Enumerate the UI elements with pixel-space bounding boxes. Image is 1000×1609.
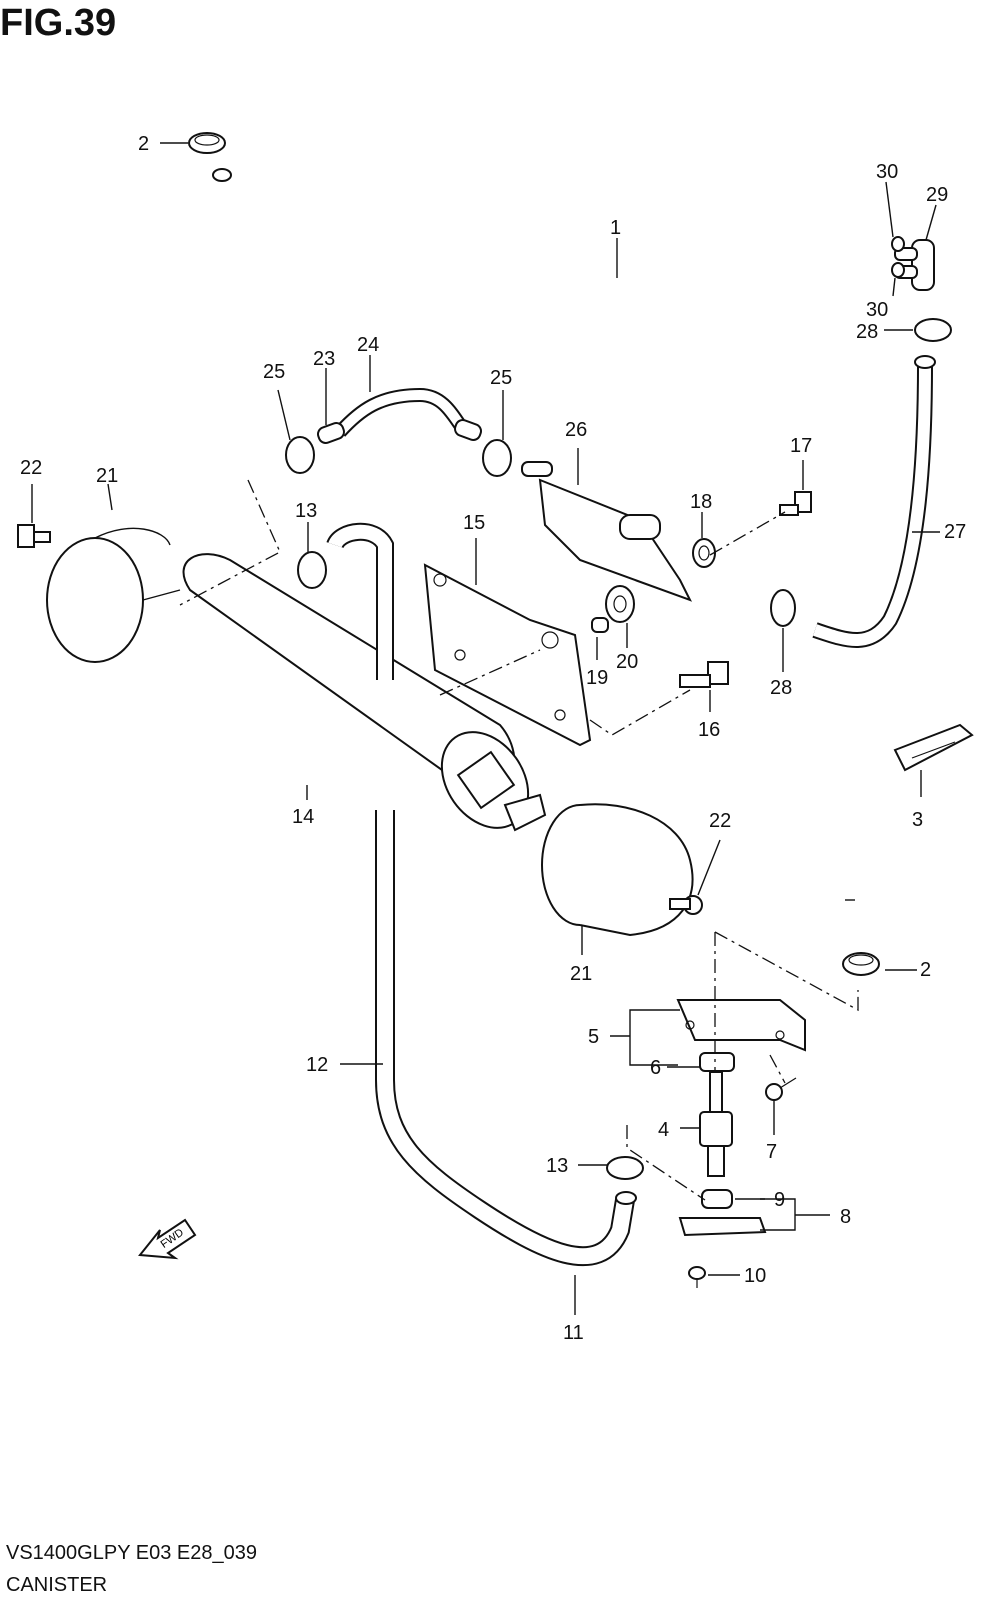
fwd-arrow-icon: FWD [138, 1218, 197, 1260]
callout-1: 1 [610, 217, 621, 239]
bolt-17 [779, 491, 812, 516]
callout-2: 2 [920, 959, 931, 981]
bracket-3 [893, 723, 974, 772]
hose-12 [375, 810, 637, 1267]
callout-22: 22 [20, 457, 42, 479]
callout-22: 22 [709, 810, 731, 832]
fuel-filter-4 [699, 1071, 733, 1177]
hose-1 [212, 168, 855, 901]
callout-3: 3 [912, 809, 923, 831]
cushion-6 [699, 1052, 735, 1072]
hose-13-upper [326, 522, 394, 680]
clamp-5 [676, 999, 806, 1052]
callout-9: 9 [774, 1189, 785, 1211]
clamp-2-bottom [842, 952, 880, 976]
screw-10 [688, 1266, 706, 1288]
grommet-20 [605, 585, 635, 623]
clamp-13-top [297, 551, 327, 589]
callout-5: 5 [588, 1026, 599, 1048]
callout-7: 7 [766, 1141, 777, 1163]
callout-21: 21 [96, 465, 118, 487]
callout-21: 21 [570, 963, 592, 985]
callout-30: 30 [876, 161, 898, 183]
leader-lines [31, 142, 940, 1315]
collar-19 [591, 617, 609, 633]
clamp-28-top [914, 318, 952, 342]
holder-21-left [46, 527, 181, 663]
clamp-28-side [770, 589, 796, 627]
callout-25: 25 [263, 361, 285, 383]
callout-14: 14 [292, 806, 314, 828]
callout-25: 25 [490, 367, 512, 389]
clamp-2-top [188, 132, 226, 154]
clip-30-pair [891, 236, 905, 278]
bolt-16 [679, 661, 729, 688]
clamp-13-bottom [606, 1156, 644, 1180]
callout-23: 23 [313, 348, 335, 370]
section-name: CANISTER [6, 1574, 108, 1596]
clamp-8 [678, 1217, 767, 1237]
callout-27: 27 [944, 521, 966, 543]
screw-7 [765, 1077, 797, 1101]
canister-14 [182, 553, 547, 832]
bolt-22-right [669, 895, 703, 915]
callout-15: 15 [463, 512, 485, 534]
hose-27 [812, 355, 936, 648]
callout-28: 28 [770, 677, 792, 699]
clamp-25-right [482, 439, 512, 477]
callout-8: 8 [840, 1206, 851, 1228]
bolt-22-left [17, 524, 51, 548]
cushion-9 [701, 1189, 733, 1209]
clamp-25-left [285, 436, 315, 474]
hose-24 [334, 387, 466, 437]
callout-18: 18 [690, 491, 712, 513]
callout-2: 2 [138, 133, 149, 155]
figure-title: FIG.39 [0, 2, 117, 44]
callout-30: 30 [866, 299, 888, 321]
holder-21-right [541, 803, 694, 937]
callout-12: 12 [306, 1054, 328, 1076]
callout-6: 6 [650, 1057, 661, 1079]
callout-26: 26 [565, 419, 587, 441]
callout-19: 19 [586, 667, 608, 689]
callout-13: 13 [546, 1155, 568, 1177]
callout-11: 11 [563, 1322, 584, 1344]
callout-4: 4 [658, 1119, 669, 1141]
callout-20: 20 [616, 651, 638, 673]
model-code: VS1400GLPY E03 E28_039 [6, 1542, 257, 1564]
washer-18 [692, 538, 716, 568]
callout-24: 24 [357, 334, 379, 356]
joint-23 [317, 419, 482, 444]
callout-29: 29 [926, 184, 948, 206]
bracket-plate-15 [423, 563, 592, 747]
callout-28: 28 [856, 321, 878, 343]
callout-numbers: 2 1 30 29 30 28 24 23 25 25 26 17 22 21 … [20, 133, 966, 1344]
valve-26 [521, 461, 693, 602]
callout-16: 16 [698, 719, 720, 741]
callout-13: 13 [295, 500, 317, 522]
callout-17: 17 [790, 435, 812, 457]
reference-lines [179, 479, 859, 1201]
callout-10: 10 [744, 1265, 766, 1287]
